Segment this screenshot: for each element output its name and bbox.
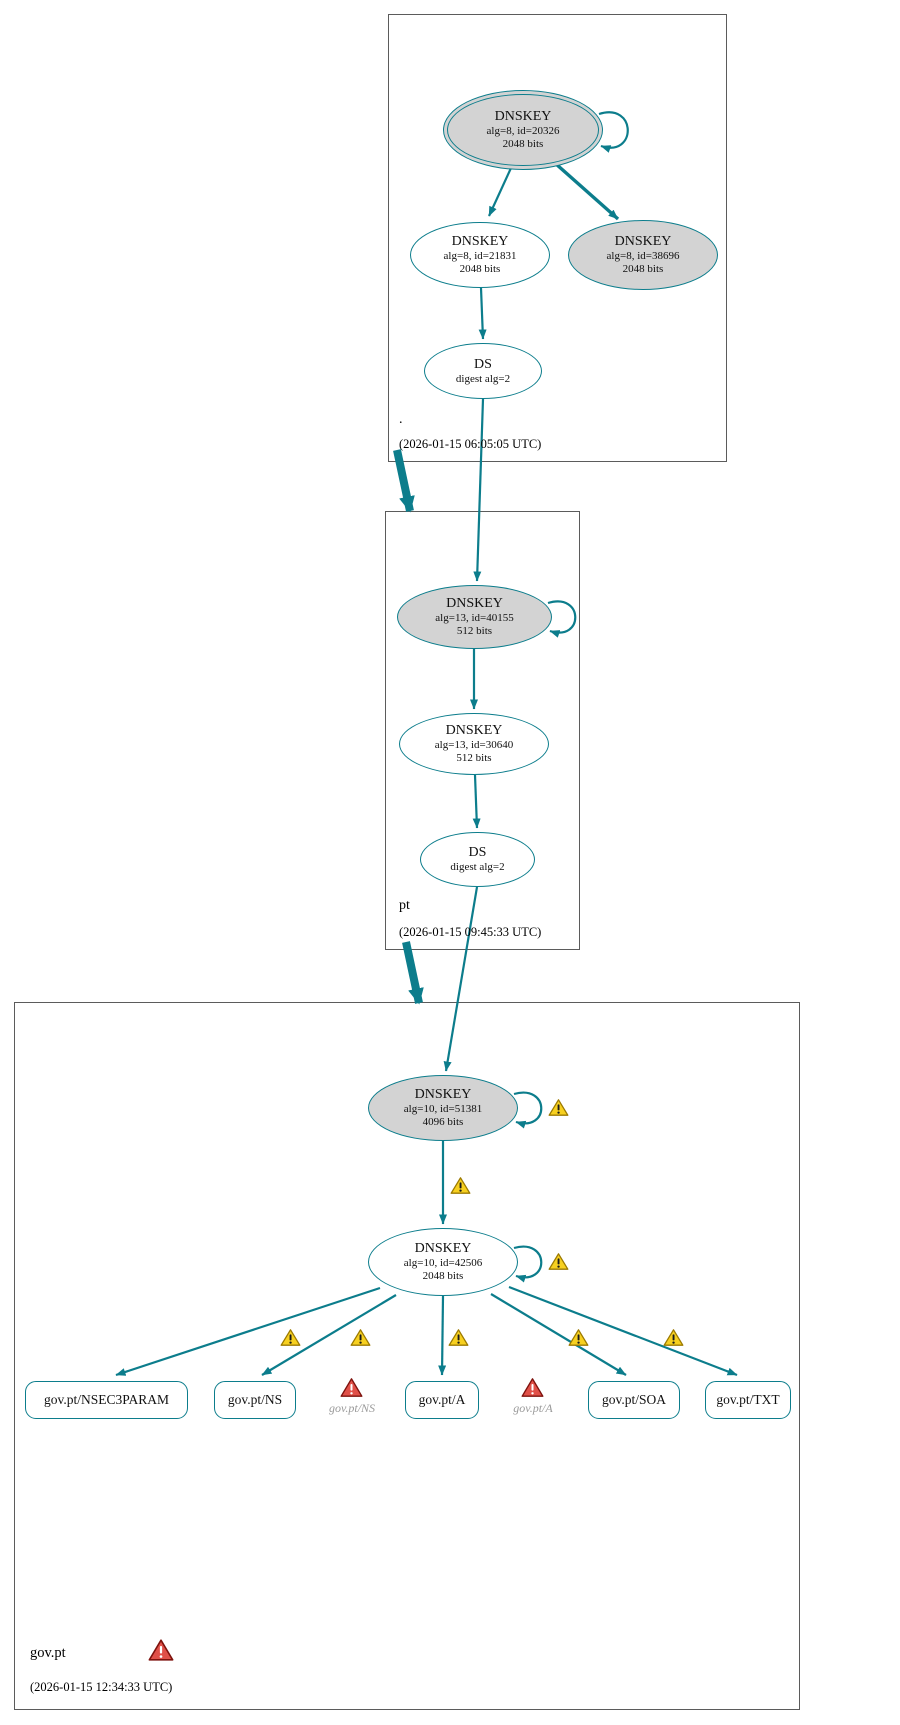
- node-detail: alg=10, id=42506: [403, 1257, 483, 1269]
- node-title: DNSKEY: [451, 234, 509, 249]
- warning-triangle-icon[interactable]: [350, 1328, 371, 1347]
- node-title: DNSKEY: [414, 1241, 472, 1256]
- rrset-label: gov.pt/A: [418, 1392, 466, 1407]
- error-triangle-icon[interactable]: [340, 1377, 363, 1398]
- error-node-label-ns: gov.pt/NS: [328, 1401, 376, 1415]
- node-detail: 2048 bits: [502, 138, 544, 150]
- node-title: DNSKEY: [414, 1087, 472, 1102]
- warning-triangle-icon[interactable]: [448, 1328, 469, 1347]
- node-detail: 2048 bits: [622, 263, 664, 275]
- node-detail: 512 bits: [456, 625, 493, 637]
- warning-triangle-icon[interactable]: [280, 1328, 301, 1347]
- dnskey-node-root-zsk-21831[interactable]: DNSKEY alg=8, id=21831 2048 bits: [410, 222, 550, 288]
- error-triangle-icon[interactable]: [148, 1638, 174, 1662]
- warning-triangle-icon[interactable]: [568, 1328, 589, 1347]
- dnskey-node-root-ksk-20326[interactable]: DNSKEY alg=8, id=20326 2048 bits: [443, 90, 603, 170]
- rrset-label: gov.pt/NSEC3PARAM: [43, 1392, 170, 1407]
- rrset-node-soa[interactable]: gov.pt/SOA: [588, 1381, 680, 1419]
- node-title: DNSKEY: [445, 723, 503, 738]
- dnskey-node-pt-ksk-40155[interactable]: DNSKEY alg=13, id=40155 512 bits: [397, 585, 552, 649]
- zone-label-govpt: gov.pt: [30, 1645, 66, 1661]
- dnskey-node-govpt-zsk-42506[interactable]: DNSKEY alg=10, id=42506 2048 bits: [368, 1228, 518, 1296]
- edge-delegation-pt-to-govpt: [402, 941, 424, 1005]
- error-triangle-icon[interactable]: [521, 1377, 544, 1398]
- node-detail: 4096 bits: [422, 1116, 464, 1128]
- zone-timestamp-govpt: (2026-01-15 12:34:33 UTC): [30, 1680, 173, 1694]
- node-detail: 2048 bits: [422, 1270, 464, 1282]
- warning-triangle-icon[interactable]: [663, 1328, 684, 1347]
- node-title: DNSKEY: [614, 234, 672, 249]
- rrset-node-txt[interactable]: gov.pt/TXT: [705, 1381, 791, 1419]
- dnskey-node-pt-zsk-30640[interactable]: DNSKEY alg=13, id=30640 512 bits: [399, 713, 549, 775]
- node-detail: alg=13, id=40155: [435, 612, 514, 624]
- warning-triangle-icon[interactable]: [450, 1176, 471, 1195]
- dnskey-node-root-38696[interactable]: DNSKEY alg=8, id=38696 2048 bits: [568, 220, 718, 290]
- dnskey-node-govpt-ksk-51381[interactable]: DNSKEY alg=10, id=51381 4096 bits: [368, 1075, 518, 1141]
- node-detail: 2048 bits: [459, 263, 501, 275]
- rrset-node-a[interactable]: gov.pt/A: [405, 1381, 479, 1419]
- zone-box-root: [388, 14, 727, 462]
- rrset-node-ns[interactable]: gov.pt/NS: [214, 1381, 296, 1419]
- node-detail: alg=8, id=21831: [443, 250, 517, 262]
- node-detail: alg=13, id=30640: [434, 739, 514, 751]
- rrset-label: gov.pt/TXT: [716, 1392, 780, 1407]
- node-title: DNSKEY: [446, 596, 503, 611]
- node-detail: alg=10, id=51381: [403, 1103, 483, 1115]
- node-detail: 512 bits: [456, 752, 492, 764]
- zone-label-root: .: [399, 412, 403, 427]
- node-detail: alg=8, id=20326: [486, 125, 560, 137]
- error-node-label-a: gov.pt/A: [513, 1401, 553, 1415]
- zone-label-pt: pt: [399, 898, 410, 913]
- node-detail: digest alg=2: [455, 372, 511, 385]
- ds-node-root[interactable]: DS digest alg=2: [424, 343, 542, 399]
- zone-timestamp-pt: (2026-01-15 09:45:33 UTC): [399, 925, 542, 939]
- node-title: DNSKEY: [494, 109, 552, 124]
- zone-timestamp-root: (2026-01-15 06:05:05 UTC): [399, 437, 542, 451]
- node-title: DS: [468, 845, 487, 860]
- warning-triangle-icon[interactable]: [548, 1252, 569, 1271]
- node-title: DS: [474, 356, 492, 372]
- node-detail: digest alg=2: [450, 861, 505, 873]
- rrset-label: gov.pt/SOA: [601, 1392, 666, 1407]
- rrset-label: gov.pt/NS: [227, 1392, 283, 1407]
- warning-triangle-icon[interactable]: [548, 1098, 569, 1117]
- ds-node-pt[interactable]: DS digest alg=2: [420, 832, 535, 887]
- node-detail: alg=8, id=38696: [606, 250, 680, 262]
- rrset-node-nsec3param[interactable]: gov.pt/NSEC3PARAM: [25, 1381, 188, 1419]
